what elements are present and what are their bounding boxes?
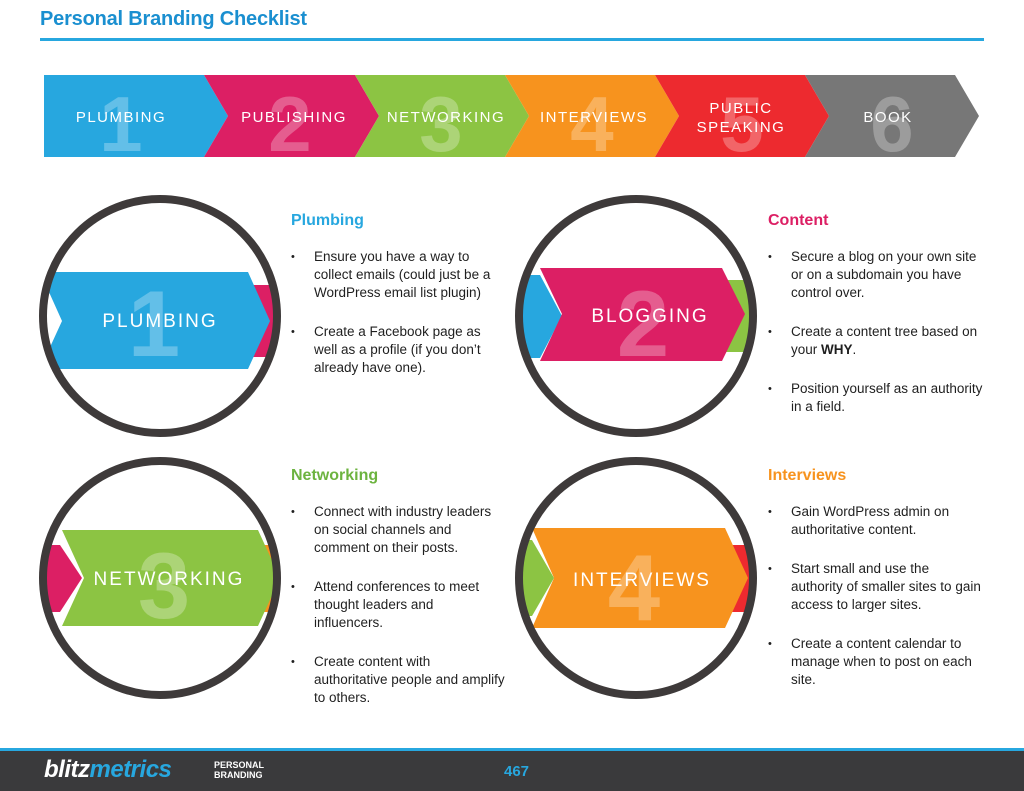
circle-3-ring [39, 457, 281, 699]
item-emphasis: WHY [821, 342, 853, 357]
step-4-number: 4 [570, 80, 613, 168]
brand-logo-part2: metrics [89, 756, 172, 783]
circle-2-label: BLOGGING [591, 306, 708, 327]
page-number: 467 [504, 763, 530, 780]
section-heading-content: Content [768, 212, 829, 229]
section-plumbing: Plumbing Ensure you have a way to collec… [291, 212, 506, 398]
circle-4-accent-left [522, 540, 554, 616]
circle-1-banner [46, 272, 270, 369]
list-item: Secure a blog on your own site or on a s… [768, 248, 983, 302]
step-1-number: 1 [99, 80, 142, 168]
step-3-chevron [355, 75, 529, 157]
step-3-label: NETWORKING [387, 109, 505, 126]
circle-4-label: INTERVIEWS [573, 570, 711, 591]
step-banner: 1 2 3 4 5 6 PLUMBING PUBLISHING NETWORKI… [44, 75, 979, 168]
list-item: Position yourself as an authority in a f… [768, 380, 983, 416]
brand-logo-part1: blitz [44, 756, 90, 783]
list-item: Create content with authoritative people… [291, 653, 506, 707]
item-text-end: . [852, 342, 857, 357]
circle-4-number: 4 [608, 535, 660, 640]
title-rule [40, 38, 984, 41]
list-item: Attend conferences to meet thought leade… [291, 578, 506, 632]
step-6-chevron [805, 75, 979, 157]
step-1-label: PLUMBING [76, 109, 166, 126]
step-6-label: BOOK [863, 109, 912, 126]
step-5-number: 5 [720, 80, 763, 168]
footer-tab-line1: PERSONAL [214, 760, 265, 770]
circle-networking: 3 NETWORKING [39, 457, 281, 699]
step-4-label: INTERVIEWS [540, 109, 648, 126]
section-heading-plumbing: Plumbing [291, 212, 364, 229]
section-interviews: Interviews Gain WordPress admin on autho… [768, 467, 983, 710]
list-item: Create a content calendar to manage when… [768, 635, 983, 689]
list-item: Ensure you have a way to collect emails … [291, 248, 506, 302]
circle-2-banner [540, 268, 745, 361]
footer-tab-line2: BRANDING [214, 770, 263, 780]
circle-1-label: PLUMBING [102, 311, 217, 332]
circle-2-ring [515, 195, 757, 437]
circle-4-banner [532, 528, 748, 628]
circle-3-number: 3 [138, 533, 190, 638]
circle-2-number: 2 [617, 271, 669, 376]
step-5-label-line1: PUBLIC [709, 100, 772, 117]
plumbing-list: Ensure you have a way to collect emails … [291, 248, 506, 377]
step-5-label-line2: SPEAKING [697, 119, 786, 136]
step-3-number: 3 [419, 80, 462, 168]
step-2-label: PUBLISHING [241, 109, 347, 126]
circle-3-accent-left [46, 545, 82, 612]
circle-4-ring [515, 457, 757, 699]
step-1-chevron [44, 75, 228, 157]
section-content: Content Secure a blog on your own site o… [768, 212, 983, 437]
footer-rule [0, 748, 1024, 751]
section-heading-networking: Networking [291, 467, 379, 484]
content-list: Secure a blog on your own site or on a s… [768, 248, 983, 416]
step-6-number: 6 [870, 80, 913, 168]
list-item: Connect with industry leaders on social … [291, 503, 506, 557]
circle-plumbing: 1 PLUMBING [39, 195, 281, 437]
item-text: Create a content tree based on your [791, 324, 978, 357]
circle-blogging: 2 BLOGGING [515, 195, 757, 437]
footer-tab-label: PERSONAL BRANDING [214, 760, 284, 780]
step-2-chevron [204, 75, 379, 157]
footer-bar [0, 748, 1024, 791]
step-2-number: 2 [268, 80, 311, 168]
list-item: Gain WordPress admin on authoritative co… [768, 503, 983, 539]
step-5-chevron [655, 75, 829, 157]
list-item: Create a content tree based on your WHY. [768, 323, 983, 359]
section-heading-interviews: Interviews [768, 467, 847, 484]
list-item: Create a Facebook page as well as a prof… [291, 323, 506, 377]
circle-1-ring [39, 195, 281, 437]
section-networking: Networking Connect with industry leaders… [291, 467, 506, 728]
circle-1-number: 1 [128, 271, 180, 376]
circle-interviews: 4 INTERVIEWS [515, 457, 757, 699]
interviews-list: Gain WordPress admin on authoritative co… [768, 503, 983, 689]
list-item: Start small and use the authority of sma… [768, 560, 983, 614]
circle-3-label: NETWORKING [94, 569, 245, 590]
brand-logo: blitzmetrics [44, 756, 172, 784]
page-title: Personal Branding Checklist [40, 8, 307, 30]
step-4-chevron [505, 75, 679, 157]
circle-3-banner [62, 530, 274, 626]
networking-list: Connect with industry leaders on social … [291, 503, 506, 707]
